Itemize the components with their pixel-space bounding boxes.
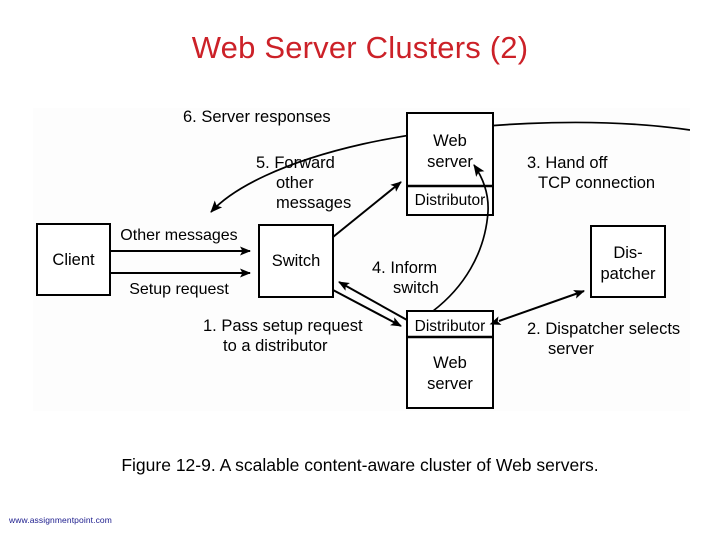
node-web-server-bottom-label-line2: server [427,375,473,393]
diagram-svg: Client Switch Other messages Setup reque… [36,108,690,409]
edge-dispatcher-selects-server [489,290,585,325]
step-label-5-line-3: messages [276,194,351,212]
node-switch [258,224,334,298]
node-web-server-bottom-distributor-label: Distributor [415,318,486,335]
step-label-3-line-2: TCP connection [538,174,655,192]
step-label-1-line-1: 1. Pass setup request [203,317,363,335]
edge-hand-off-tcp-connection [432,164,489,312]
node-dispatcher-label-line2: patcher [600,265,656,283]
node-client [36,223,111,296]
step-label-1-line-2: to a distributor [223,337,328,355]
node-web-server-top [406,112,494,216]
node-dispatcher [590,225,666,298]
edge-server-responses [210,121,690,213]
node-web-server-top-label-line1: Web [433,132,467,150]
step-label-3-line-1: 3. Hand off [527,154,608,172]
edge-switch-to-bottom-distributor [332,289,402,327]
figure-caption: Figure 12-9. A scalable content-aware cl… [121,455,599,475]
edge-bottom-distributor-to-switch [338,281,408,321]
node-web-server-bottom-label-line1: Web [433,354,467,372]
step-label-6-line-1: 6. Server responses [183,108,331,126]
node-dispatcher-label-line1: Dis- [613,244,642,262]
node-switch-label: Switch [272,252,321,270]
page-title: Web Server Clusters (2) [191,30,529,65]
node-web-server-top-distributor-label: Distributor [415,192,486,209]
node-web-server-top-label-line2: server [427,153,473,171]
step-label-5-line-2: other [276,174,314,192]
watermark-text: www.assignmentpoint.com [9,515,112,525]
node-client-label: Client [52,251,95,269]
step-label-4-line-2: switch [393,279,439,297]
step-label-2-line-1: 2. Dispatcher selects [527,320,680,338]
edge-other-messages-label: Other messages [120,227,237,244]
step-label-4-line-1: 4. Inform [372,259,437,277]
figure-diagram: Client Switch Other messages Setup reque… [33,108,690,411]
node-web-server-bottom [406,310,494,409]
step-label-2-line-2: server [548,340,594,358]
edge-switch-to-top-distributor [332,181,402,238]
step-label-5-line-1: 5. Forward [256,154,335,172]
edge-setup-request-label: Setup request [129,281,229,298]
